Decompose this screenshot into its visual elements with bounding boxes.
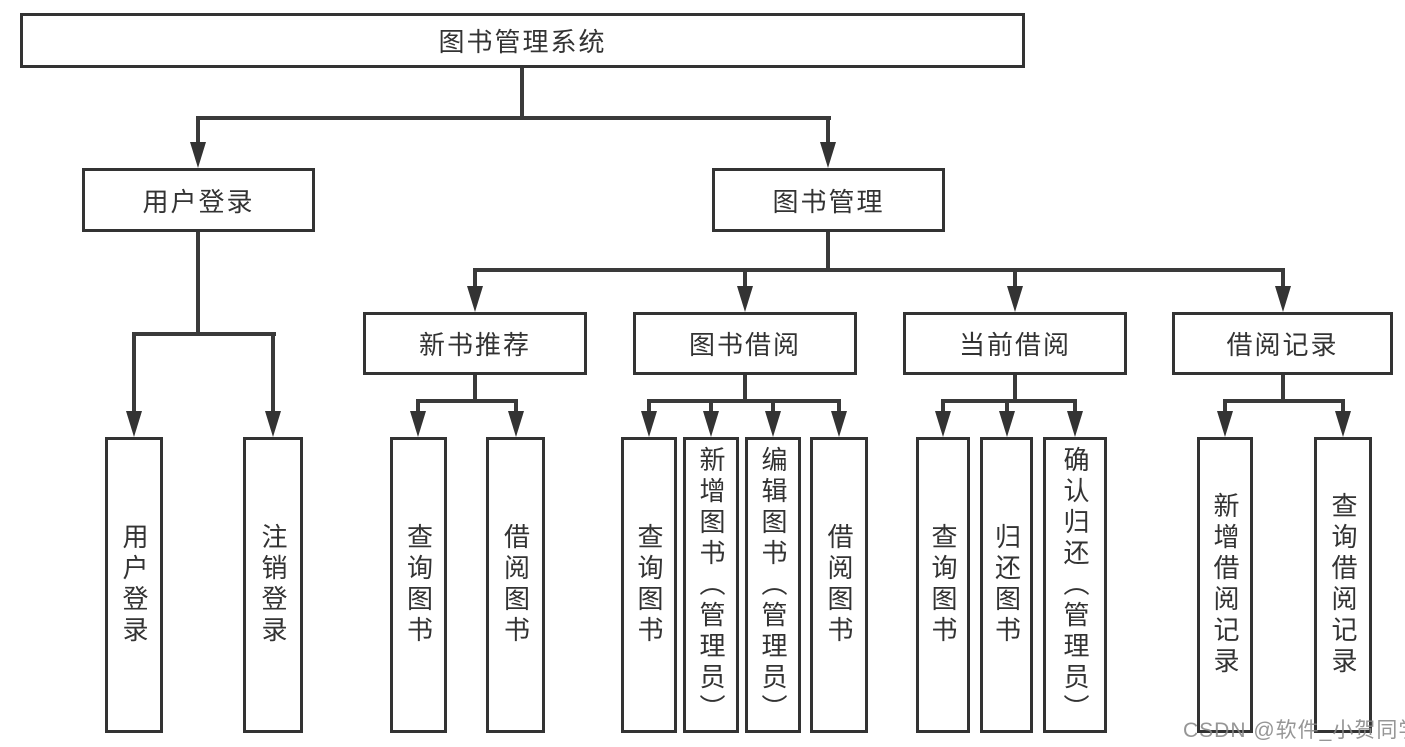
connector-nbr-hbar [416, 399, 518, 403]
arrow-down-icon [190, 142, 206, 168]
node-book-mgmt-label: 图书管理 [772, 186, 885, 217]
connector-bb-drop-2 [709, 399, 713, 413]
connector-cb-drop-3 [1073, 399, 1077, 413]
connector-bb-drop-1 [647, 399, 651, 413]
connector-nbr-drop-2 [514, 399, 518, 413]
leaf-bb-edit-books-admin-label: 编辑图书（管理员） [758, 445, 788, 725]
connector-root-hbar [196, 116, 831, 120]
node-root-label: 图书管理系统 [438, 27, 607, 57]
arrow-down-icon [641, 411, 657, 437]
arrow-down-icon [1217, 411, 1233, 437]
connector-userlogin-stem [196, 232, 200, 336]
connector-bookmgmt-drop-2 [743, 268, 747, 290]
leaf-cb-query-books: 查询图书 [916, 437, 970, 733]
arrow-down-icon [126, 411, 142, 437]
leaf-cb-query-books-label: 查询图书 [928, 523, 958, 647]
connector-bookmgmt-drop-3 [1013, 268, 1017, 290]
leaf-cb-return-books-label: 归还图书 [991, 523, 1022, 647]
leaf-bb-borrow-books: 借阅图书 [810, 437, 868, 733]
arrow-down-icon [831, 411, 847, 437]
leaf-cb-return-books: 归还图书 [980, 437, 1033, 733]
arrow-down-icon [508, 411, 524, 437]
node-new-book-recommend-label: 新书推荐 [418, 330, 531, 360]
leaf-nbr-query-books: 查询图书 [390, 437, 447, 733]
arrow-down-icon [1067, 411, 1083, 437]
leaf-bb-add-books-admin-label: 新增图书（管理员） [696, 445, 726, 725]
leaf-cb-confirm-return-admin-label: 确认归还（管理员） [1060, 445, 1090, 725]
arrow-down-icon [765, 411, 781, 437]
arrow-down-icon [820, 142, 836, 168]
node-root: 图书管理系统 [20, 13, 1025, 68]
arrow-down-icon [999, 411, 1015, 437]
connector-userlogin-hbar [132, 332, 276, 336]
node-user-login-label: 用户登录 [142, 186, 255, 217]
connector-userlogin-drop-1 [132, 332, 136, 415]
connector-bb-stem [743, 375, 747, 401]
arrow-down-icon [467, 286, 483, 312]
arrow-down-icon [1007, 286, 1023, 312]
node-current-borrow-label: 当前借阅 [958, 330, 1071, 360]
connector-nbr-drop-1 [416, 399, 420, 413]
leaf-br-add-record-label: 新增借阅记录 [1210, 492, 1240, 678]
leaf-user-login: 用户登录 [105, 437, 163, 733]
connector-br-drop-1 [1223, 399, 1227, 413]
leaf-bb-add-books-admin: 新增图书（管理员） [683, 437, 739, 733]
arrow-down-icon [410, 411, 426, 437]
arrow-down-icon [1335, 411, 1351, 437]
node-book-borrow: 图书借阅 [633, 312, 857, 375]
connector-userlogin-drop-2 [271, 332, 275, 415]
connector-bb-hbar [647, 399, 841, 403]
node-borrow-records-label: 借阅记录 [1226, 330, 1339, 360]
leaf-logout-login-label: 注销登录 [258, 523, 288, 647]
node-borrow-records: 借阅记录 [1172, 312, 1393, 375]
leaf-logout-login: 注销登录 [243, 437, 303, 733]
leaf-br-add-record: 新增借阅记录 [1197, 437, 1253, 733]
leaf-bb-edit-books-admin: 编辑图书（管理员） [745, 437, 801, 733]
arrow-down-icon [935, 411, 951, 437]
connector-br-drop-2 [1341, 399, 1345, 413]
leaf-bb-query-books: 查询图书 [621, 437, 677, 733]
connector-br-stem [1281, 375, 1285, 401]
node-book-borrow-label: 图书借阅 [688, 330, 801, 360]
arrow-down-icon [737, 286, 753, 312]
arrow-down-icon [1275, 286, 1291, 312]
leaf-cb-confirm-return-admin: 确认归还（管理员） [1043, 437, 1107, 733]
connector-cb-stem [1013, 375, 1017, 401]
arrow-down-icon [265, 411, 281, 437]
connector-bookmgmt-stem [826, 232, 830, 272]
node-new-book-recommend: 新书推荐 [363, 312, 587, 375]
watermark-text: CSDN @软件_小贺同学 [1183, 719, 1405, 742]
leaf-nbr-query-books-label: 查询图书 [403, 523, 434, 647]
connector-cb-drop-2 [1005, 399, 1009, 413]
leaf-bb-borrow-books-label: 借阅图书 [824, 523, 854, 647]
connector-bookmgmt-drop-1 [473, 268, 477, 290]
leaf-nbr-borrow-books: 借阅图书 [486, 437, 545, 733]
arrow-down-icon [703, 411, 719, 437]
connector-nbr-stem [473, 375, 477, 401]
connector-bb-drop-3 [771, 399, 775, 413]
connector-root-stem [520, 68, 524, 118]
leaf-br-query-record: 查询借阅记录 [1314, 437, 1372, 733]
node-book-mgmt: 图书管理 [712, 168, 945, 232]
connector-bookmgmt-drop-4 [1281, 268, 1285, 290]
leaf-user-login-label: 用户登录 [119, 523, 149, 647]
leaf-br-query-record-label: 查询借阅记录 [1328, 492, 1358, 678]
leaf-bb-query-books-label: 查询图书 [634, 523, 664, 647]
leaf-nbr-borrow-books-label: 借阅图书 [500, 523, 531, 647]
node-user-login: 用户登录 [82, 168, 315, 232]
connector-cb-hbar [941, 399, 1077, 403]
connector-bookmgmt-hbar [473, 268, 1285, 272]
connector-root-drop-right [826, 116, 830, 144]
connector-cb-drop-1 [941, 399, 945, 413]
connector-root-drop-left [196, 116, 200, 144]
connector-bb-drop-4 [837, 399, 841, 413]
node-current-borrow: 当前借阅 [903, 312, 1127, 375]
connector-br-hbar [1223, 399, 1345, 403]
